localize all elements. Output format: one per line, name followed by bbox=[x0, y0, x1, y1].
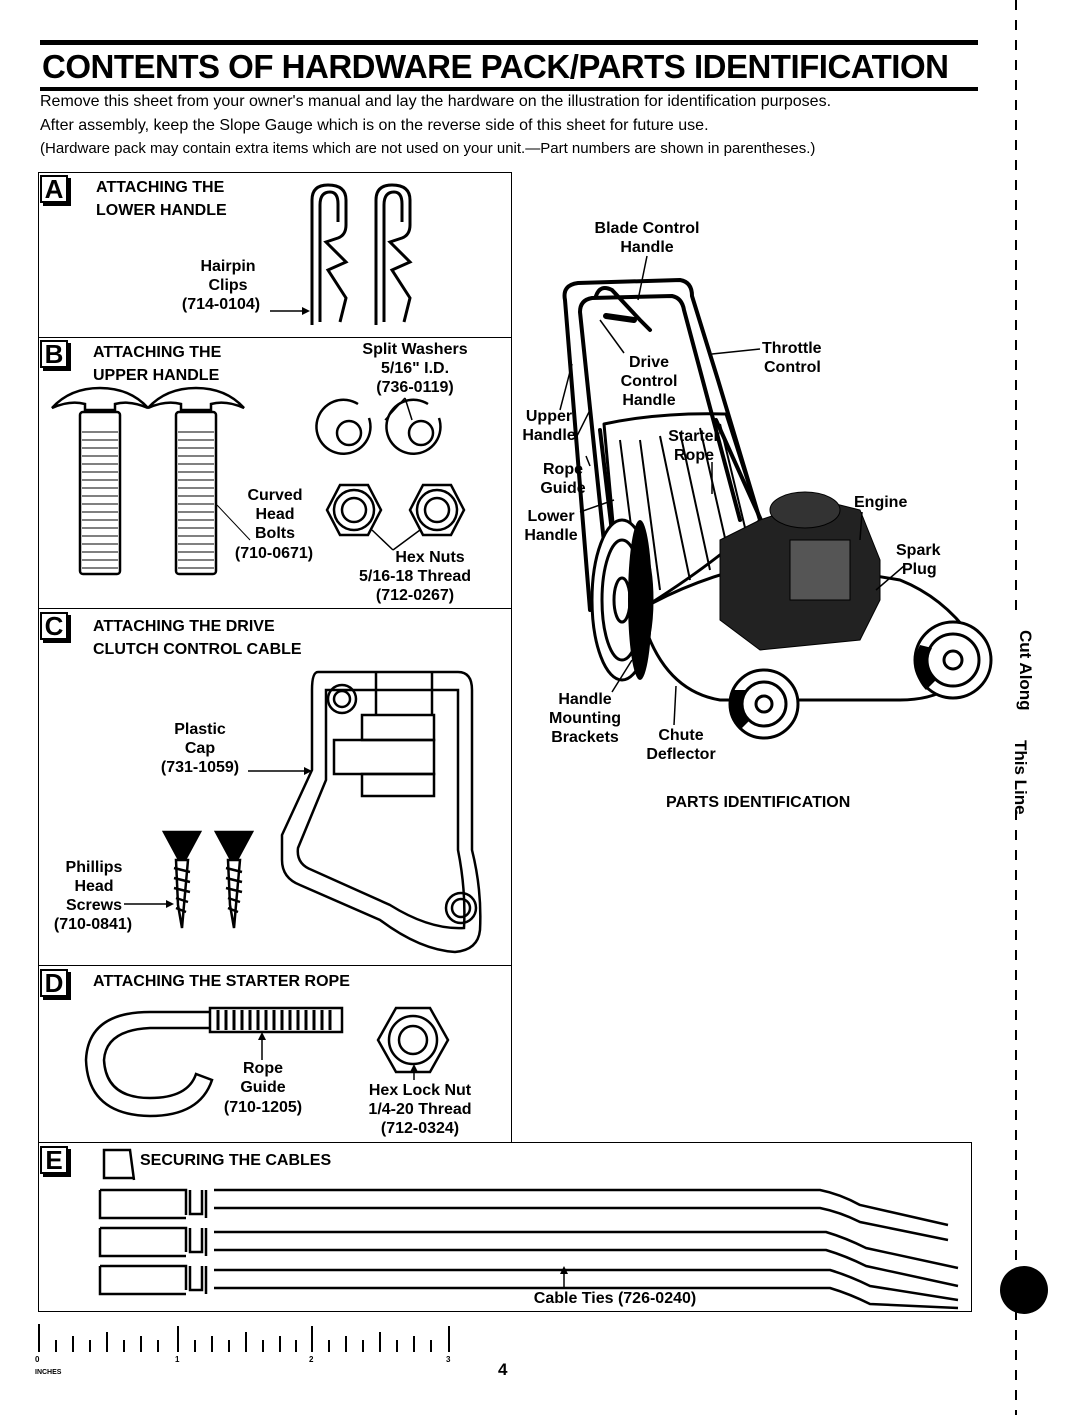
plastic-cap-label-2: Cap bbox=[184, 740, 216, 757]
lower-handle-label-2: Handle bbox=[524, 527, 578, 544]
blade-control-label-2: Handle bbox=[620, 239, 674, 256]
throttle-label-2: Control bbox=[764, 359, 821, 376]
hex-lock-nut-part-number: (712-0324) bbox=[380, 1120, 460, 1137]
hairpin-clips-drawing bbox=[270, 183, 413, 325]
mounting-brackets-label-1: Handle bbox=[558, 691, 612, 708]
rope-guide-mower-label-2: Guide bbox=[540, 480, 586, 497]
section-b-letter: B bbox=[40, 340, 68, 368]
ruler-tick-1: 1 bbox=[175, 1355, 180, 1364]
drive-control-label-1: Drive bbox=[628, 354, 670, 371]
starter-rope-hardware-drawing bbox=[84, 1006, 450, 1118]
section-c-heading-1: ATTACHING THE DRIVE bbox=[93, 618, 275, 635]
plastic-cap-part-number: (731-1059) bbox=[160, 759, 240, 776]
blade-control-label-1: Blade Control bbox=[594, 220, 700, 237]
ruler-unit: INCHES bbox=[35, 1369, 62, 1376]
phillips-screws-label-1: Phillips bbox=[65, 859, 123, 876]
hairpin-label-2: Clips bbox=[208, 277, 248, 294]
ruler-tick-0: 0 bbox=[35, 1355, 40, 1364]
section-b-heading-1: ATTACHING THE bbox=[93, 344, 222, 361]
chute-deflector-label-1: Chute bbox=[658, 727, 704, 744]
split-washers-label: Split Washers bbox=[362, 341, 468, 358]
section-a-letter: A bbox=[40, 175, 68, 203]
throttle-label-1: Throttle bbox=[762, 340, 822, 357]
hex-lock-nut-thread: 1/4-20 Thread bbox=[368, 1101, 472, 1118]
mounting-brackets-label-2: Mounting bbox=[549, 710, 621, 727]
split-washers-size: 5/16" I.D. bbox=[380, 360, 450, 377]
intro-line-2: After assembly, keep the Slope Gauge whi… bbox=[40, 117, 709, 134]
hairpin-part-number: (714-0104) bbox=[181, 296, 261, 313]
section-a-heading-1: ATTACHING THE bbox=[96, 179, 225, 196]
phillips-screws-part-number: (710-0841) bbox=[53, 916, 133, 933]
drive-control-label-2: Control bbox=[620, 373, 678, 390]
intro-line-3: (Hardware pack may contain extra items w… bbox=[40, 140, 816, 157]
spark-plug-label-1: Spark bbox=[896, 542, 941, 559]
section-d-letter: D bbox=[40, 969, 68, 997]
plastic-cap-drawing bbox=[124, 670, 482, 954]
cable-ties-drawing bbox=[98, 1148, 959, 1310]
drive-control-label-3: Handle bbox=[622, 392, 676, 409]
page-title: CONTENTS OF HARDWARE PACK/PARTS IDENTIFI… bbox=[40, 40, 978, 91]
mounting-brackets-label-3: Brackets bbox=[551, 729, 619, 746]
hairpin-label-1: Hairpin bbox=[200, 258, 256, 275]
section-e-letter: E bbox=[40, 1146, 68, 1174]
rope-guide-label-2: Guide bbox=[240, 1079, 286, 1096]
ruler-tick-3: 3 bbox=[446, 1355, 451, 1364]
curved-bolts-label-2: Head bbox=[255, 506, 295, 523]
phillips-screws-label-2: Head bbox=[74, 878, 114, 895]
hex-nuts-part-number: (712-0267) bbox=[375, 587, 455, 604]
split-washers-part-number: (736-0119) bbox=[376, 379, 454, 396]
section-d-heading: ATTACHING THE STARTER ROPE bbox=[93, 973, 350, 990]
phillips-screws-label-3: Screws bbox=[65, 897, 123, 914]
engine-label: Engine bbox=[854, 494, 908, 511]
page-number: 4 bbox=[498, 1360, 508, 1379]
cable-ties-label: Cable Ties (726-0240) bbox=[533, 1290, 697, 1307]
curved-bolts-part-number: (710-0671) bbox=[234, 545, 314, 562]
chute-deflector-label-2: Deflector bbox=[646, 746, 716, 763]
hex-nuts-thread: 5/16-18 Thread bbox=[358, 568, 472, 585]
upper-handle-hardware-drawing bbox=[51, 386, 466, 576]
cut-line-label-1: Cut Along bbox=[1016, 630, 1035, 711]
cut-line bbox=[1000, 0, 1048, 1415]
lawn-mower-illustration bbox=[559, 255, 993, 740]
inch-ruler bbox=[38, 1324, 450, 1352]
spark-plug-label-2: Plug bbox=[902, 561, 937, 578]
curved-bolts-label-1: Curved bbox=[247, 487, 303, 504]
intro-line-1: Remove this sheet from your owner's manu… bbox=[40, 93, 832, 110]
plastic-cap-label-1: Plastic bbox=[174, 721, 226, 738]
hex-nuts-label: Hex Nuts bbox=[395, 549, 465, 566]
rope-guide-mower-label-1: Rope bbox=[543, 461, 583, 478]
section-e-box bbox=[38, 1142, 972, 1312]
section-c-letter: C bbox=[40, 612, 68, 640]
parts-identification-caption: PARTS IDENTIFICATION bbox=[666, 794, 851, 811]
section-c-heading-2: CLUTCH CONTROL CABLE bbox=[93, 641, 302, 658]
upper-handle-label-2: Handle bbox=[522, 427, 576, 444]
lower-handle-label-1: Lower bbox=[527, 508, 575, 525]
upper-handle-label-1: Upper bbox=[525, 408, 573, 425]
rope-guide-label-1: Rope bbox=[243, 1060, 283, 1077]
rope-guide-part-number: (710-1205) bbox=[223, 1099, 303, 1116]
section-e-heading: SECURING THE CABLES bbox=[140, 1152, 332, 1169]
section-b-heading-2: UPPER HANDLE bbox=[93, 367, 220, 384]
ruler-tick-2: 2 bbox=[309, 1355, 314, 1364]
cut-line-label-2: This Line bbox=[1011, 740, 1030, 815]
curved-bolts-label-3: Bolts bbox=[255, 525, 295, 542]
section-a-heading-2: LOWER HANDLE bbox=[96, 202, 227, 219]
hex-lock-nut-label: Hex Lock Nut bbox=[368, 1082, 472, 1099]
